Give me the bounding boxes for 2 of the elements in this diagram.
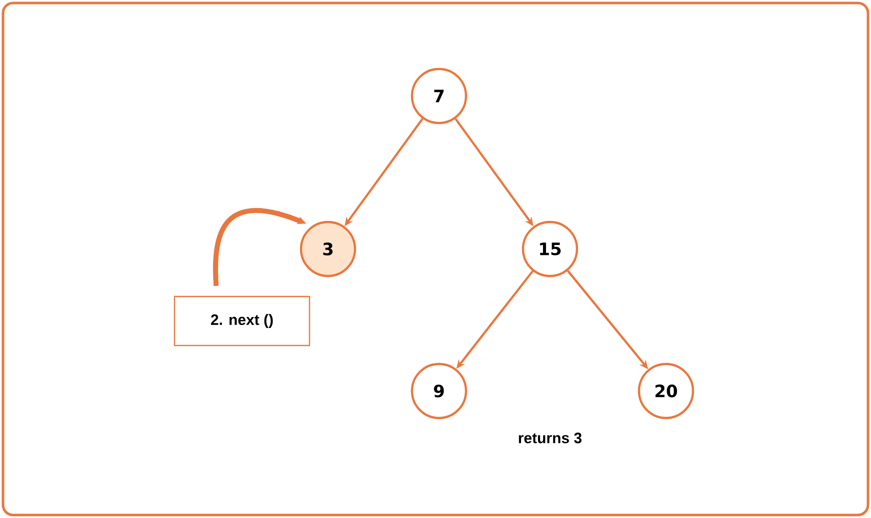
note-text: returns 3 xyxy=(518,432,582,444)
call-box: 2. next () xyxy=(174,296,310,346)
